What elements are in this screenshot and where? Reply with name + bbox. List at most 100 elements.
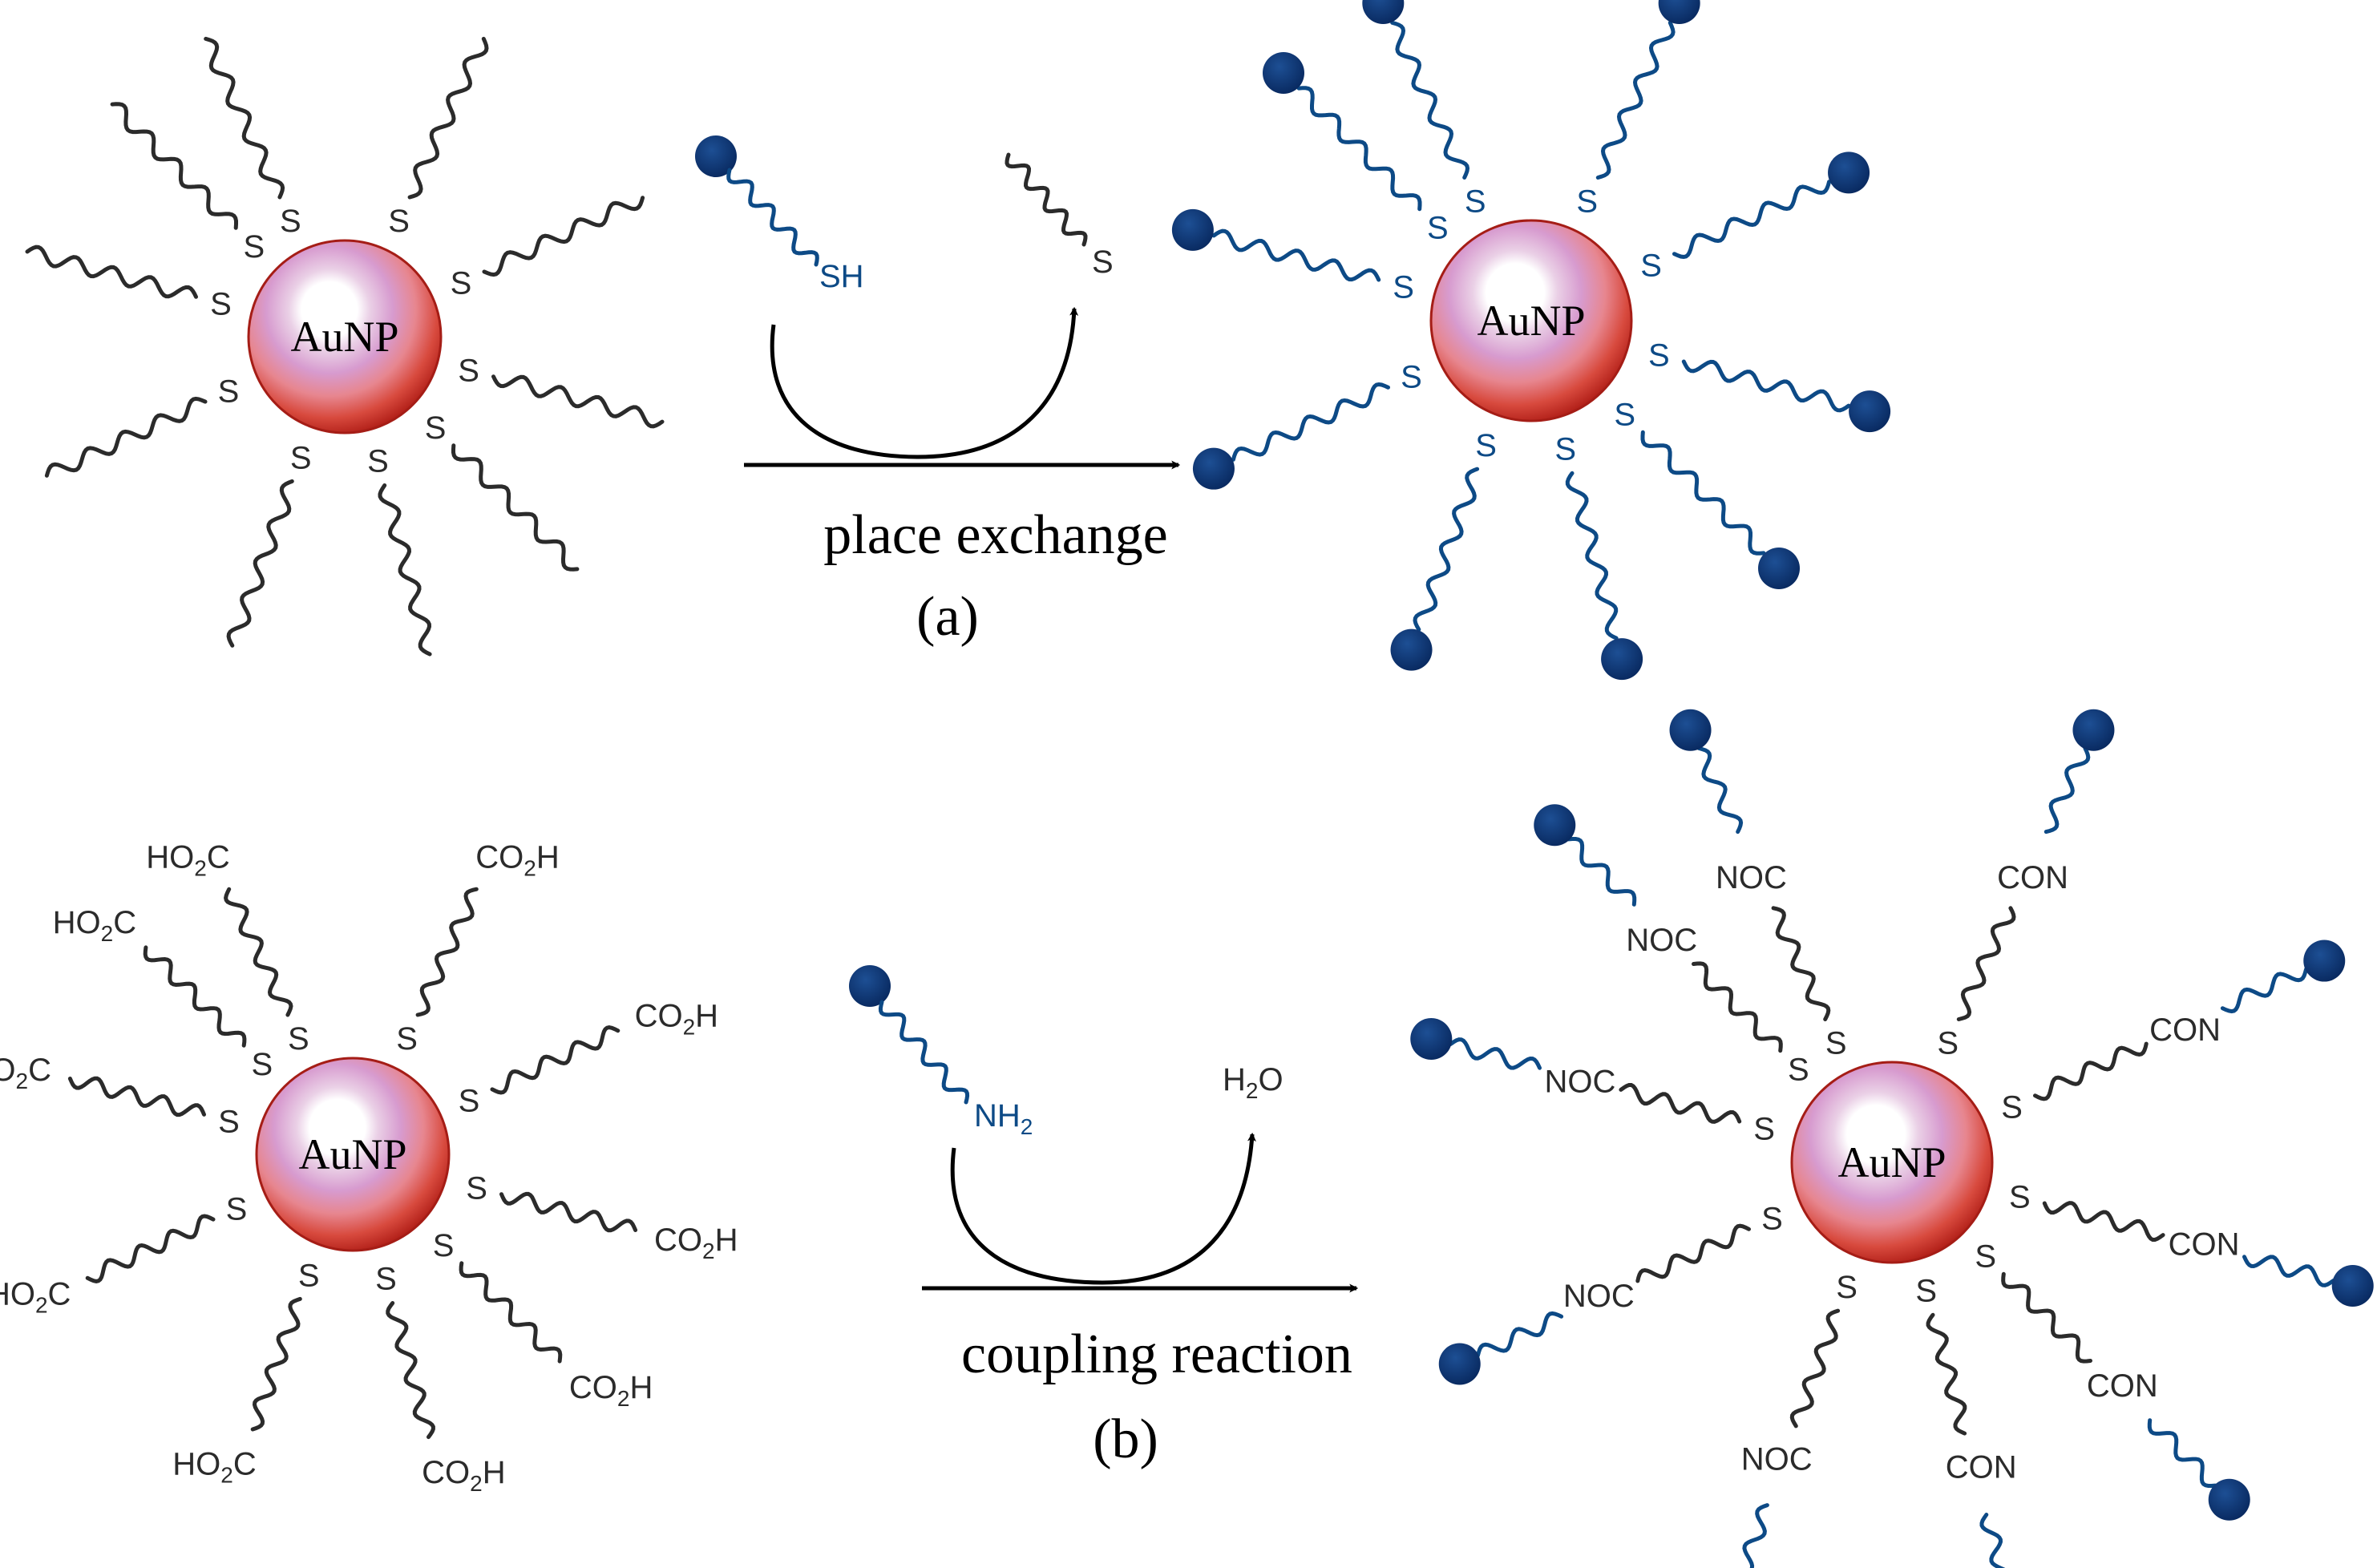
end-group-label: NOC: [1741, 1441, 1813, 1477]
ligand-chain: [1595, 20, 1676, 180]
sulfur-label: S: [1465, 184, 1486, 219]
sulfur-label: S: [290, 440, 312, 475]
sulfur-label: S: [218, 1105, 240, 1140]
ligand-chain: [378, 483, 432, 657]
ligand-chain: [491, 374, 665, 429]
sulfur-label: S: [1401, 360, 1422, 395]
sulfur-label: S: [1475, 428, 1497, 463]
sulfur-label: S: [458, 353, 479, 388]
ligand-chain: [1979, 1513, 2006, 1568]
bead-icon: [1410, 1018, 1453, 1061]
end-group-label: NOC: [1626, 923, 1697, 958]
sulfur-label: S: [280, 204, 301, 239]
ligand-chain: [1926, 1312, 1967, 1436]
end-group-label: CON: [2087, 1368, 2158, 1404]
end-group-label: NOC: [1563, 1279, 1635, 1314]
sulfur-label: S: [1915, 1273, 1937, 1308]
sulfur-label: S: [367, 444, 389, 479]
ligand-chain: [1742, 1503, 1769, 1568]
ligand-chain: [2147, 1418, 2217, 1488]
reagent-amine: NH2: [849, 965, 1033, 1139]
end-group-label: HO2C: [53, 905, 136, 946]
end-group-label: CO2H: [475, 839, 559, 880]
sulfur-label: S: [2001, 1089, 2023, 1125]
sulfur-label: S: [396, 1021, 418, 1057]
bead-icon: [2303, 940, 2346, 982]
bead-icon: [2208, 1478, 2250, 1521]
nanoparticle-core: [1429, 219, 1633, 422]
ligand-chain: [1475, 1311, 1564, 1358]
sulfur-label: S: [1937, 1025, 1959, 1061]
sulfur-label: S: [298, 1258, 320, 1293]
sulfur-label: S: [1836, 1270, 1858, 1305]
sulfur-label: S: [425, 410, 447, 446]
ligand-chain: [407, 36, 489, 200]
end-group-label: CO2H: [422, 1455, 505, 1496]
ligand-chain: [1771, 906, 1831, 1021]
bead-icon: [1390, 628, 1433, 671]
ligand-chain: [459, 1261, 563, 1364]
ligand-chain: [499, 1191, 638, 1233]
bead-icon: [2072, 709, 2115, 751]
nanoparticle-label: AuNP: [298, 1130, 406, 1178]
ligand-chain: [1619, 1083, 1742, 1124]
sulfur-label: S: [459, 1083, 480, 1118]
curved-arrow-icon: [950, 1132, 1256, 1285]
nanoparticle-core: [1790, 1061, 1994, 1264]
ligand-chain: [2242, 1255, 2336, 1287]
ligand-chain: [1566, 837, 1637, 907]
ligand-chain: [25, 244, 198, 299]
byproduct-label: H2O: [1223, 1062, 1283, 1103]
bead-icon: [849, 965, 891, 1007]
sulfur-label: S: [1614, 398, 1635, 433]
nanoparticle-core: [255, 1057, 451, 1252]
end-group-label: NOC: [1716, 860, 1787, 895]
ligand-chain: [204, 36, 285, 200]
released-chain: [1005, 152, 1088, 247]
end-group-label: HO2C: [172, 1446, 256, 1487]
end-group-label: CO2H: [654, 1222, 738, 1263]
sulfur-label: S: [226, 1192, 248, 1227]
end-group-label: CON: [2149, 1012, 2221, 1048]
ligand-chain: [1672, 180, 1832, 260]
reagent-thiol: SH: [695, 135, 864, 294]
sulfur-label: S: [1576, 184, 1598, 219]
ligand-chain: [143, 945, 247, 1048]
sulfur-label: S: [466, 1170, 487, 1206]
sulfur-label: S: [388, 204, 410, 239]
end-group-label: HO2C: [0, 1276, 71, 1317]
end-group-label: CON: [1997, 860, 2068, 895]
ligand-chain: [2042, 1201, 2165, 1242]
ligand-chain: [1390, 20, 1470, 180]
sulfur-label: S: [1788, 1052, 1809, 1087]
ligand-chain: [2001, 1271, 2092, 1364]
nanoparticle-label: AuNP: [1837, 1138, 1946, 1186]
ligand-chain: [110, 102, 238, 230]
sulfur-label: S: [210, 287, 232, 322]
released-label: S: [1092, 244, 1114, 280]
ligand-chain: [490, 1025, 621, 1095]
end-group-label: CON: [1946, 1450, 2017, 1485]
ligand-chain: [1681, 359, 1851, 413]
end-group-label: NOC: [1545, 1064, 1616, 1099]
ligand-chain: [250, 1296, 302, 1432]
ligand-chain: [2033, 1041, 2149, 1101]
sulfur-label: S: [2009, 1180, 2031, 1215]
ligand-chain: [2043, 746, 2091, 835]
ligand-chain: [415, 887, 479, 1017]
nanoparticle-label: AuNP: [1477, 297, 1585, 345]
reagent-label: NH2: [974, 1098, 1033, 1139]
bead-icon: [1601, 638, 1643, 681]
ligand-chain: [224, 887, 293, 1017]
ligand-chain: [67, 1076, 206, 1117]
ligand-chain: [1692, 961, 1783, 1053]
sulfur-label: S: [1825, 1025, 1847, 1061]
sulfur-label: S: [433, 1228, 455, 1263]
ligand-chain: [1413, 467, 1480, 632]
curved-arrow-icon: [770, 306, 1079, 459]
bead-icon: [1534, 804, 1576, 847]
reagent-label: SH: [819, 259, 864, 294]
